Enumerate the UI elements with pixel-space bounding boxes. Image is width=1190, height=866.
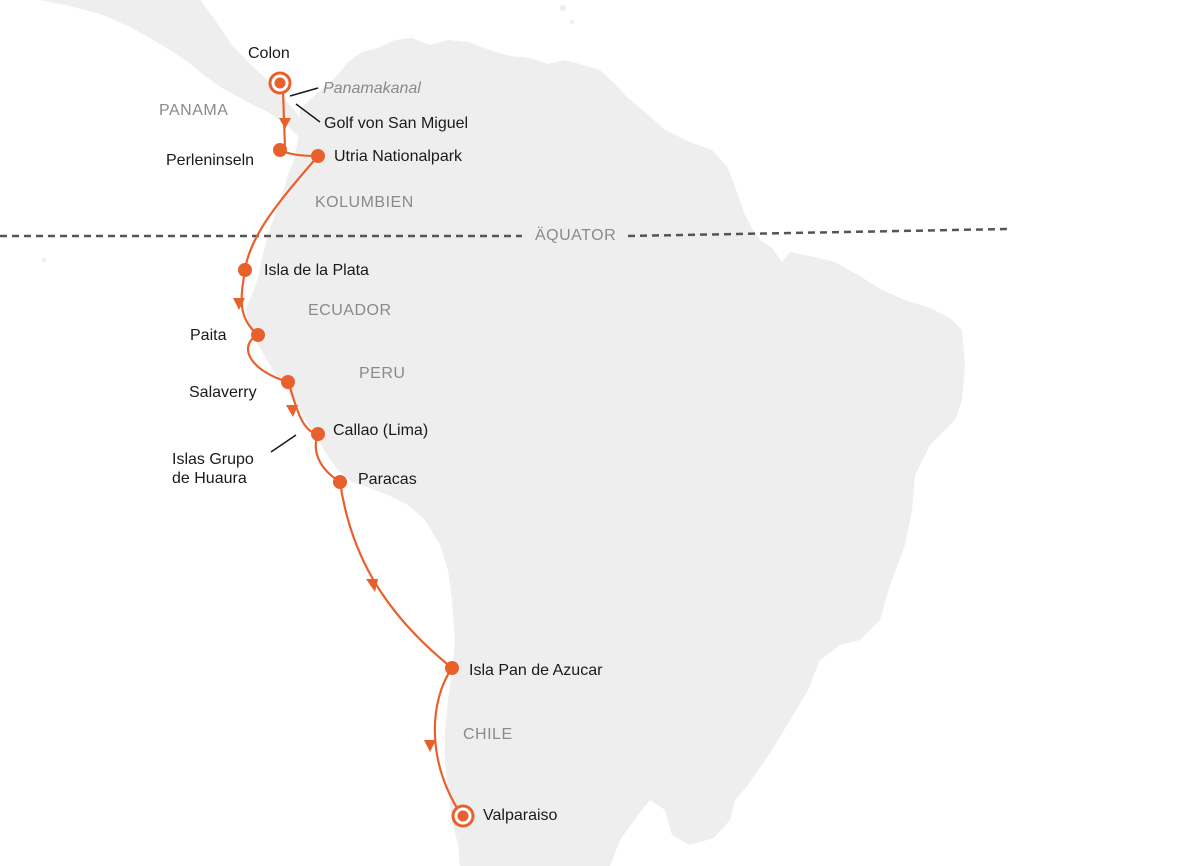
stop-label-paita: Paita <box>190 327 227 344</box>
stop-marker-salaverry[interactable] <box>281 375 295 389</box>
stop-marker-isla-plata[interactable] <box>238 263 252 277</box>
leader-islas-grupo-huaura <box>270 434 297 453</box>
stop-label-callao: Callao (Lima) <box>333 422 429 439</box>
waypoint-label-islas-grupo-huaura: Islas Grupo de Huaura <box>172 450 254 488</box>
land-central-america <box>40 0 308 145</box>
land-south-america <box>245 38 965 866</box>
equator-line-east <box>627 227 1009 238</box>
country-label-peru: PERU <box>359 365 406 382</box>
country-label-panama: PANAMA <box>159 102 229 119</box>
country-label-ecuador: ECUADOR <box>308 302 392 319</box>
waypoint-label-golf-san-miguel: Golf von San Miguel <box>324 115 469 132</box>
stop-markers <box>238 71 475 828</box>
waypoint-label-panamakanal: Panamakanal <box>323 80 421 97</box>
stop-label-valparaiso: Valparaiso <box>483 807 558 824</box>
stop-label-isla-plata: Isla de la Plata <box>264 262 369 279</box>
country-label-kolumbien: KOLUMBIEN <box>315 194 414 211</box>
stop-label-utria: Utria Nationalpark <box>334 148 463 165</box>
country-label-chile: CHILE <box>463 726 513 743</box>
arrow-down-icon <box>366 579 378 592</box>
land-island <box>570 20 574 24</box>
stop-label-pan-de-azucar: Isla Pan de Azucar <box>469 662 603 679</box>
equator-label: ÄQUATOR <box>535 227 617 244</box>
stop-marker-paita[interactable] <box>251 328 265 342</box>
arrow-down-icon <box>233 298 245 310</box>
waypoint-label-line1: Islas Grupo <box>172 451 254 468</box>
stop-marker-pan-de-azucar[interactable] <box>445 661 459 675</box>
leader-panamakanal <box>289 87 319 97</box>
route-direction-arrows <box>233 118 436 752</box>
arrow-down-icon <box>279 118 291 129</box>
land-island <box>560 5 566 11</box>
stop-marker-paracas[interactable] <box>333 475 347 489</box>
leader-golf-san-miguel <box>295 103 321 123</box>
waypoint-label-line2: de Huaura <box>172 470 247 487</box>
stop-label-colon: Colon <box>248 45 290 62</box>
arrow-down-icon <box>424 740 436 752</box>
stop-marker-perleninseln[interactable] <box>273 143 287 157</box>
stop-label-perleninseln: Perleninseln <box>166 152 255 169</box>
stop-label-salaverry: Salaverry <box>189 384 257 401</box>
end-marker-icon[interactable] <box>451 804 475 828</box>
stop-label-paracas: Paracas <box>358 471 417 488</box>
start-marker-icon[interactable] <box>268 71 292 95</box>
land-island <box>42 258 46 262</box>
stop-marker-callao[interactable] <box>311 427 325 441</box>
stop-marker-utria[interactable] <box>311 149 325 163</box>
arrow-down-icon <box>286 405 298 417</box>
